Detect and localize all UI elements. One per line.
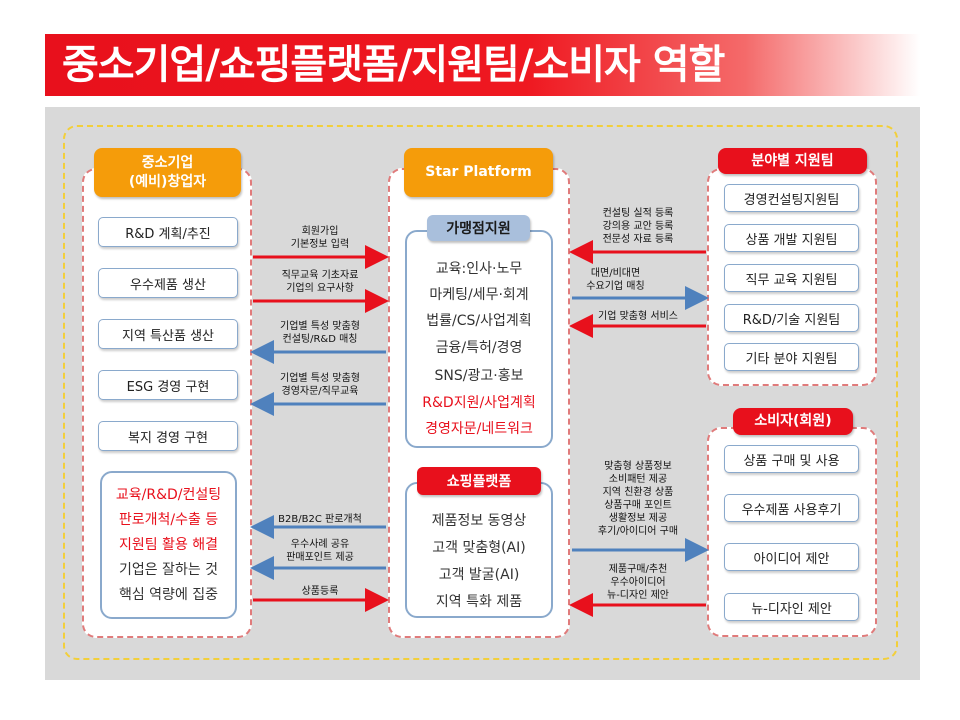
support-team-item: R&D/기술 지원팀 xyxy=(724,304,859,332)
left-item: R&D 계획/추진 xyxy=(98,217,238,247)
left-summary-line: 지원팀 활용 해결 xyxy=(118,537,219,553)
right-top-header: 분야별 지원팀 xyxy=(718,148,867,174)
shopping-box xyxy=(405,482,553,618)
franchise-item: R&D지원/사업계획 xyxy=(422,395,536,411)
consumer-item: 아이디어 제안 xyxy=(724,543,859,571)
shopping-item: 고객 발굴(AI) xyxy=(438,567,520,583)
consumer-item: 뉴-디자인 제안 xyxy=(724,593,859,621)
left-arrow-label: B2B/B2C 판로개척 xyxy=(278,514,362,525)
support-team-item: 상품 개발 지원팀 xyxy=(724,224,859,252)
franchise-item: 금융/특허/경영 xyxy=(435,340,523,356)
shopping-tag: 쇼핑플랫폼 xyxy=(417,467,541,495)
consumer-item: 우수제품 사용후기 xyxy=(724,494,859,522)
left-summary-line: 판로개척/수출 등 xyxy=(118,512,219,528)
franchise-item: 법률/CS/사업계획 xyxy=(426,313,532,329)
left-summary-box xyxy=(100,471,237,619)
franchise-item: 경영자문/네트워크 xyxy=(425,421,533,437)
left-item: 지역 특산품 생산 xyxy=(98,319,238,349)
right-bottom-header: 소비자(회원) xyxy=(733,408,853,435)
left-summary-line: 교육/R&D/컨설팅 xyxy=(115,487,222,503)
outer-frame xyxy=(63,125,898,660)
shopping-item: 제품정보 동영상 xyxy=(431,513,527,529)
center-header: Star Platform xyxy=(404,148,553,197)
left-header-line1: 중소기업 xyxy=(141,154,194,171)
page-title: 중소기업/쇼핑플랫폼/지원팀/소비자 역할 xyxy=(62,42,725,88)
left-header-line2: (예비)창업자 xyxy=(128,173,207,190)
left-summary-line: 핵심 역량에 집중 xyxy=(118,587,219,603)
left-item: ESG 경영 구현 xyxy=(98,370,238,400)
title-bar xyxy=(45,34,920,96)
consumer-item: 상품 구매 및 사용 xyxy=(724,445,859,473)
left-summary-line: 기업은 잘하는 것 xyxy=(118,562,219,578)
left-arrow-label: 상품등록 xyxy=(301,586,339,597)
franchise-item: 교육:인사·노무 xyxy=(435,261,523,277)
franchise-item: SNS/광고·홍보 xyxy=(434,368,524,384)
franchise-box xyxy=(405,230,553,448)
left-header: 중소기업 (예비)창업자 xyxy=(94,148,241,197)
shopping-item: 지역 특화 제품 xyxy=(435,594,523,610)
right-arrow-label: 기업 맞춤형 서비스 xyxy=(598,311,678,322)
franchise-tag: 가맹점지원 xyxy=(427,215,530,241)
support-team-item: 경영컨설팅지원팀 xyxy=(724,184,859,212)
support-team-item: 직무 교육 지원팀 xyxy=(724,264,859,292)
franchise-item: 마케팅/세무·회계 xyxy=(429,287,529,303)
shopping-item: 고객 맞춤형(AI) xyxy=(432,540,526,556)
support-team-item: 기타 분야 지원팀 xyxy=(724,343,859,371)
left-item: 복지 경영 구현 xyxy=(98,421,238,451)
left-item: 우수제품 생산 xyxy=(98,268,238,298)
